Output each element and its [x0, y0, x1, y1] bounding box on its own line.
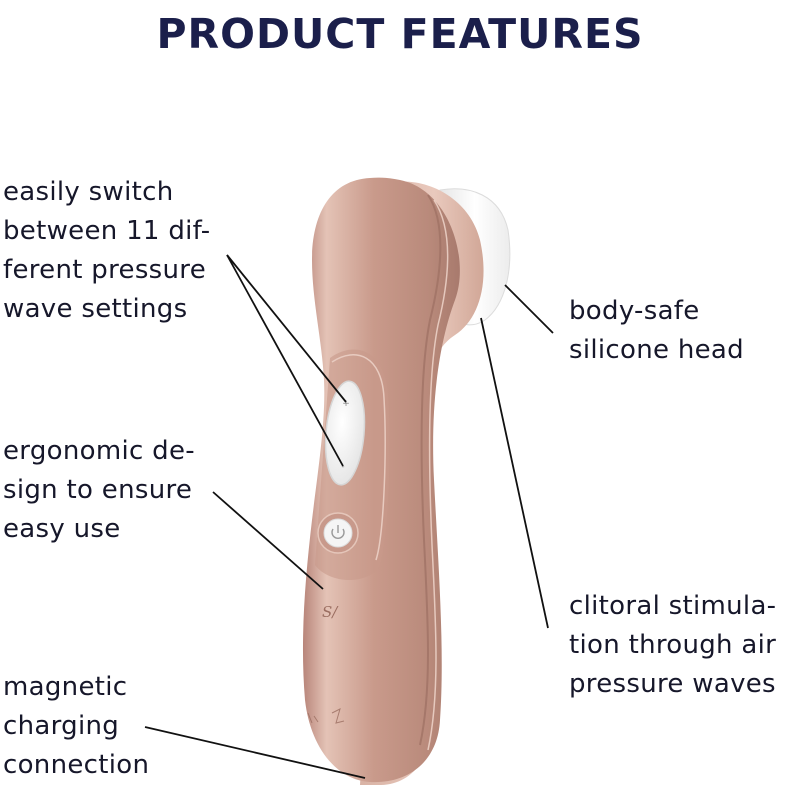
callout-line: clitoral stimula-	[569, 591, 777, 621]
callout-ergonomic-design: ergonomic de- sign to ensure easy use	[3, 432, 195, 549]
callout-line: connection	[3, 750, 150, 780]
power-button[interactable]	[317, 512, 359, 554]
callout-line: pressure waves	[569, 669, 776, 699]
callout-magnetic-charging: magnetic charging connection	[3, 668, 149, 785]
callout-line: body-safe	[569, 296, 700, 326]
callout-line: charging	[3, 711, 120, 741]
brand-logo-icon: S/	[322, 603, 339, 621]
callout-line: ergonomic de-	[3, 436, 195, 466]
charging-contacts-icon	[307, 708, 345, 724]
callout-pressure-settings: easily switch between 11 dif- ferent pre…	[3, 173, 210, 329]
callout-line: silicone head	[569, 335, 744, 365]
callout-air-pressure-stimulation: clitoral stimula- tion through air press…	[569, 587, 776, 704]
callout-line: tion through air	[569, 630, 777, 660]
minus-icon[interactable]: -	[341, 462, 344, 472]
callout-line: sign to ensure	[3, 475, 193, 505]
callout-line: between 11 dif-	[3, 216, 211, 246]
callout-line: magnetic	[3, 672, 128, 702]
callout-line: ferent pressure	[3, 255, 207, 285]
callout-silicone-head: body-safe silicone head	[569, 292, 744, 370]
plus-icon[interactable]: +	[342, 399, 350, 409]
callout-line: easy use	[3, 514, 121, 544]
power-icon	[331, 525, 345, 539]
callout-line: easily switch	[3, 177, 174, 207]
page-title: PRODUCT FEATURES	[156, 10, 644, 58]
callout-line: wave settings	[3, 294, 188, 324]
